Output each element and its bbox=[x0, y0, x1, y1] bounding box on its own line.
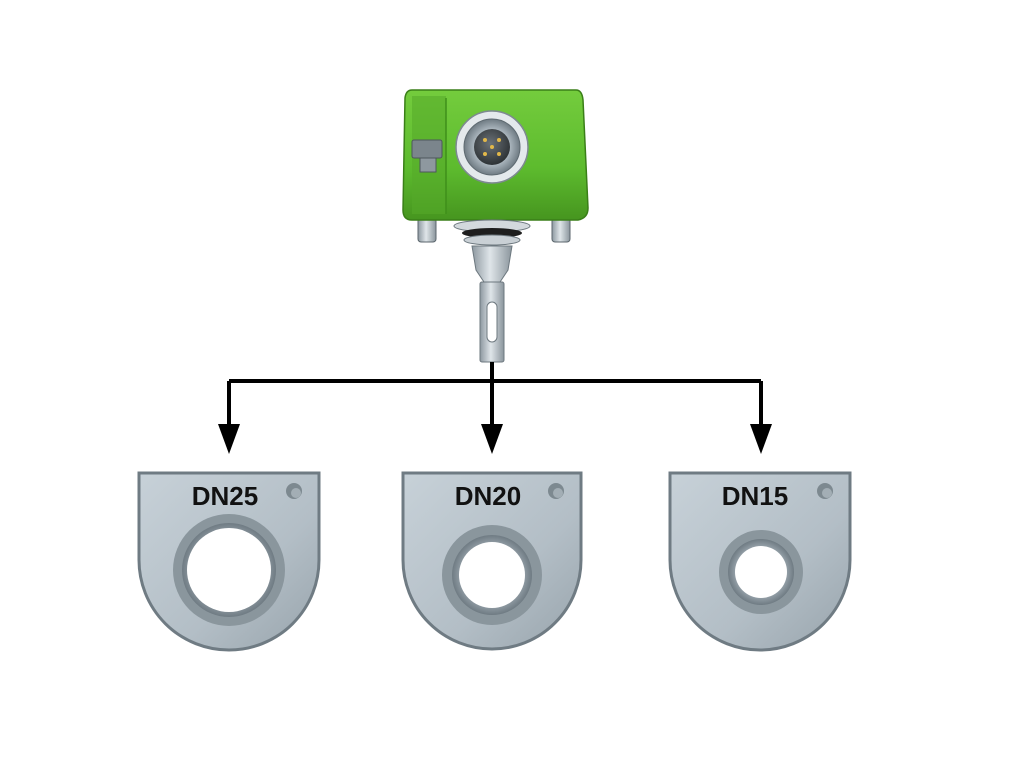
flow-sensor-icon bbox=[402, 89, 589, 363]
arrow-head-icon bbox=[750, 424, 772, 454]
adapter-dn15: DN15 bbox=[668, 471, 852, 652]
arrow-head-icon bbox=[218, 424, 240, 454]
set-screw-icon bbox=[411, 139, 443, 173]
adapter-label: DN25 bbox=[192, 481, 258, 511]
arrow-group bbox=[227, 362, 763, 425]
adapter-label: DN15 bbox=[722, 481, 788, 511]
probe-stem bbox=[471, 245, 513, 363]
arrow-head-icon bbox=[481, 424, 503, 454]
mounting-bolt-icon bbox=[551, 217, 571, 243]
adapter-label: DN20 bbox=[455, 481, 521, 511]
mounting-bolt-icon bbox=[417, 217, 437, 243]
adapter-dn25: DN25 bbox=[137, 471, 321, 652]
connector-icon bbox=[455, 110, 529, 184]
adapter-dn20: DN20 bbox=[401, 471, 583, 651]
